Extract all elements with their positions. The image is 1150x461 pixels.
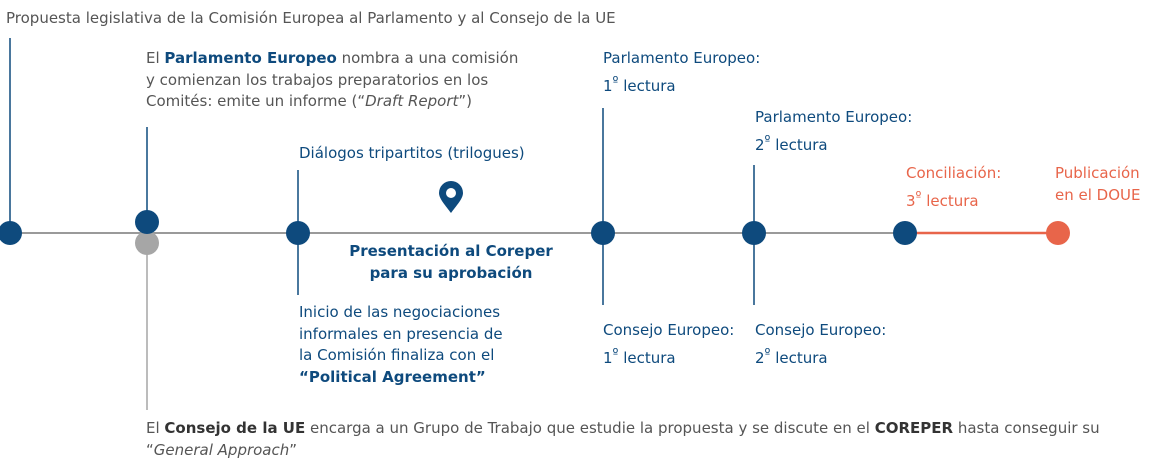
node-council <box>135 231 159 255</box>
node-proposal <box>0 221 22 245</box>
proposal-caption: Propuesta legislativa de la Comisión Eur… <box>6 9 616 27</box>
node-first-reading <box>591 221 615 245</box>
node-parliament-committee <box>135 210 159 234</box>
council-second-reading: Consejo Europeo: 2º lectura <box>755 321 887 367</box>
node-publication <box>1046 221 1070 245</box>
parliament-second-reading: Parlamento Europeo: 2º lectura <box>755 108 913 154</box>
publication-label: Publicación en el DOUE <box>1055 164 1141 204</box>
node-trilogues <box>286 221 310 245</box>
node-conciliation <box>893 221 917 245</box>
council-first-reading: Consejo Europeo: 1º lectura <box>603 321 735 367</box>
map-pin-icon <box>439 181 463 213</box>
council-text: El Consejo de la UE encarga a un Grupo d… <box>146 419 1100 459</box>
node-second-reading <box>742 221 766 245</box>
negotiations-text: Inicio de las negociaciones informales e… <box>299 303 503 386</box>
trilogues-label: Diálogos tripartitos (trilogues) <box>299 144 525 162</box>
coreper-bold: COREPER <box>874 419 954 437</box>
council-bold: Consejo de la UE <box>164 419 306 437</box>
coreper-label: Presentación al Coreper para su aprobaci… <box>349 242 553 282</box>
conciliation-label: Conciliación: 3º lectura <box>906 164 1002 210</box>
parliament-first-reading: Parlamento Europeo: 1º lectura <box>603 49 761 95</box>
parliament-committee-bold: Parlamento Europeo <box>164 49 337 67</box>
parliament-committee-text: El Parlamento Europeo nombra a una comis… <box>146 49 519 110</box>
